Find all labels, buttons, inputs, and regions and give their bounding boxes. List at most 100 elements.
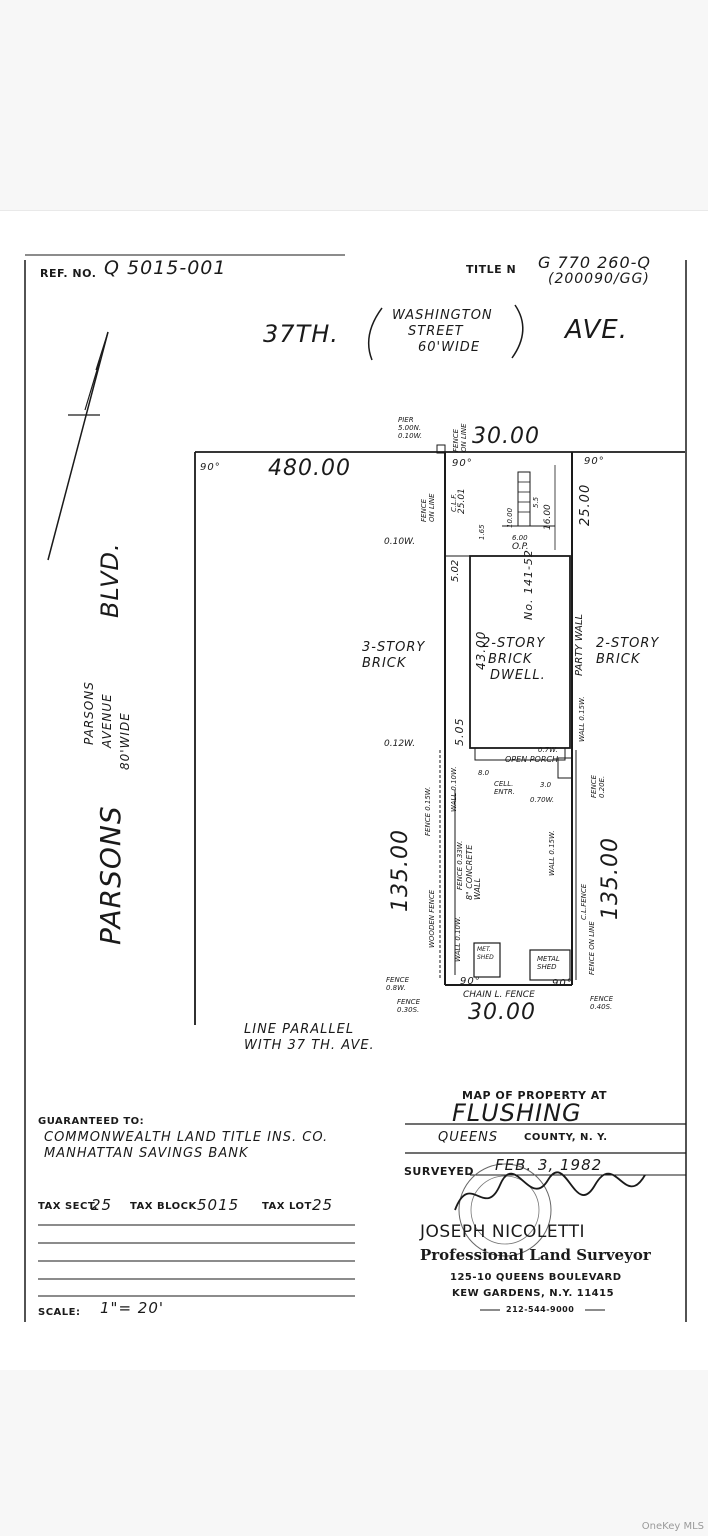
- fence-033w: FENCE 0.33W.: [456, 840, 464, 890]
- dim-5-02: 5.02: [450, 559, 461, 582]
- dim-5-5: 5.5: [532, 496, 540, 508]
- surveyed-label: SURVEYED: [404, 1165, 474, 1178]
- survey-sheet: [0, 210, 708, 1372]
- angle-top-left: 90°: [200, 462, 221, 473]
- fence-online-right: FENCE ON LINE: [588, 921, 596, 975]
- angle-bottom-left: 90°: [460, 976, 481, 987]
- surveyor-address-2: KEW GARDENS, N.Y. 11415: [452, 1288, 615, 1299]
- street-parsons-sub-3: 80'WIDE: [118, 712, 132, 770]
- scale-value: 1"= 20': [100, 1299, 164, 1317]
- street-parsons-sub-1: PARSONS: [82, 681, 96, 745]
- angle-top-mid: 90°: [452, 458, 473, 469]
- metal-shed-right: [529, 949, 571, 981]
- tax-sect-label: TAX SECT.: [38, 1201, 98, 1212]
- wall-010w: WALL 0.10W.: [450, 766, 458, 812]
- street-37th: 37TH.: [263, 320, 339, 348]
- house-label-3: DWELL.: [490, 668, 546, 683]
- pier-marker: [436, 444, 446, 454]
- house-label-1: 2-STORY: [482, 636, 546, 651]
- bottom-background-band: [0, 1370, 708, 1536]
- surveyor-name: JOSEPH NICOLETTI: [420, 1222, 586, 1242]
- cellar-entrance: [557, 757, 573, 779]
- left-bldg-2: BRICK: [362, 656, 407, 671]
- street-blvd: BLVD.: [96, 542, 124, 618]
- street-washington-2: STREET: [408, 324, 464, 339]
- dim-0-7w: 0.7W.: [538, 746, 558, 754]
- ref-label: REF. NO.: [40, 267, 97, 280]
- county-label: COUNTY, N. Y.: [524, 1132, 608, 1143]
- front-stairs: [517, 471, 531, 527]
- chain-fence: CHAIN L. FENCE: [463, 990, 535, 1000]
- front-width: 30.00: [472, 424, 540, 449]
- angle-top-right: 90°: [584, 456, 605, 467]
- surveyor-signature: [454, 1171, 646, 1211]
- dim-5-05: 5.05: [453, 717, 466, 747]
- title-number-2: (200090/GG): [548, 271, 650, 287]
- street-bracket-left: [367, 307, 383, 361]
- wall-015w: WALL 0.15W.: [578, 696, 586, 742]
- street-bracket-right: [511, 304, 524, 359]
- right-bldg-2: BRICK: [596, 652, 641, 667]
- street-parsons: PARSONS: [94, 805, 127, 945]
- left-bldg-1: 3-STORY: [362, 640, 426, 655]
- surveyor-address-1: 125-10 QUEENS BOULEVARD: [450, 1272, 622, 1283]
- line-parallel-2: WITH 37 TH. AVE.: [244, 1038, 375, 1053]
- street-washington-1: WASHINGTON: [392, 308, 493, 323]
- guaranteed-line-2: MANHATTAN SAVINGS BANK: [44, 1146, 249, 1161]
- dim-25-00: 25.00: [578, 483, 593, 526]
- guaranteed-label: GUARANTEED TO:: [38, 1116, 145, 1127]
- dim-0-12w: 0.12W.: [384, 739, 416, 749]
- surveyor-title: Professional Land Surveyor: [420, 1246, 651, 1264]
- tax-sect-value: 25: [91, 1196, 113, 1214]
- left-depth: 135.00: [388, 829, 413, 912]
- surveyed-date: FEB. 3, 1982: [495, 1156, 603, 1174]
- tax-lot-value: 25: [312, 1196, 334, 1214]
- surveyor-phone: 212-544-9000: [506, 1305, 575, 1314]
- tax-lot-label: TAX LOT: [262, 1201, 312, 1212]
- distance-to-corner: 480.00: [268, 456, 351, 481]
- dim-25-01: 25.01: [457, 488, 467, 514]
- open-porch-rear: [474, 747, 566, 761]
- party-wall: PARTY WALL: [574, 613, 585, 676]
- survey-drawing: [24, 254, 687, 1322]
- dim-6-00: 6.00: [512, 534, 528, 542]
- street-washington-3: 60'WIDE: [418, 340, 481, 355]
- title-label: TITLE N: [466, 263, 517, 276]
- right-bldg-1: 2-STORY: [596, 636, 660, 651]
- county-name: QUEENS: [438, 1130, 499, 1145]
- op-label: O.P.: [512, 542, 529, 552]
- open-porch-label: OPEN PORCH: [505, 755, 558, 764]
- tax-block-value: 5015: [197, 1196, 240, 1214]
- dim-0-10w: 0.10W.: [384, 537, 416, 547]
- dim-8-0: 8.0: [478, 769, 490, 777]
- wall-015w-b: WALL 0.15W.: [548, 830, 556, 876]
- angle-bottom-right: 90°: [552, 978, 573, 989]
- line-parallel-1: LINE PARALLEL: [244, 1022, 355, 1037]
- wall-010w-b: WALL 0.10W.: [454, 916, 462, 962]
- north-arrow-line: [47, 331, 109, 561]
- cell-entr-label: CELL.ENTR.: [494, 780, 516, 796]
- guaranteed-line-1: COMMONWEALTH LAND TITLE INS. CO.: [44, 1130, 329, 1145]
- cl-fence: C.L.FENCE: [580, 883, 588, 920]
- dim-3-0: 3.0: [540, 781, 552, 789]
- house-label-2: BRICK: [488, 652, 533, 667]
- house-number: No. 141-52: [522, 549, 535, 620]
- tax-block-label: TAX BLOCK: [130, 1201, 197, 1212]
- fence-015w: FENCE 0.15W.: [424, 786, 432, 836]
- met-shed-label: MET.SHED: [477, 946, 494, 961]
- scale-label: SCALE:: [38, 1307, 81, 1318]
- north-arrow-head: [95, 331, 109, 371]
- surveyor-seal: [458, 1163, 552, 1257]
- ref-number: Q 5015-001: [104, 257, 227, 279]
- watermark: OneKey MLS: [641, 1521, 704, 1532]
- right-depth: 135.00: [598, 837, 623, 920]
- dim-0-70w: 0.70W.: [530, 796, 555, 804]
- street-ave: AVE.: [565, 315, 628, 345]
- rear-width: 30.00: [468, 1000, 536, 1025]
